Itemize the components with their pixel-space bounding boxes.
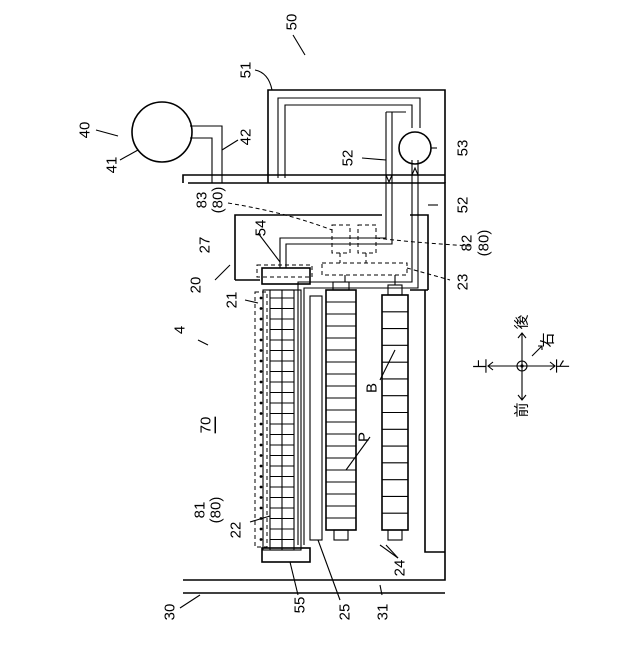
label-54: 54 (253, 220, 270, 237)
pipe-25 (310, 296, 322, 540)
label-B: B (364, 383, 381, 393)
cell-dot (260, 360, 263, 363)
label-30: 30 (162, 604, 179, 621)
cell-dot (260, 402, 263, 405)
compass-up: 上 (473, 358, 490, 373)
label-25: 25 (337, 604, 354, 621)
cell-dot (260, 339, 263, 342)
compass-front: 前 (514, 402, 531, 417)
cell-dot (260, 297, 263, 300)
cell-dot (260, 381, 263, 384)
label-P: P (356, 432, 373, 442)
cell-dot (260, 433, 263, 436)
label-41: 41 (104, 157, 121, 174)
label-81: 81 (192, 502, 209, 519)
compass-down: 下 (555, 358, 572, 373)
flow-arrow-down-icon (386, 175, 392, 182)
cell-dot (260, 528, 263, 531)
cell-dot (260, 318, 263, 321)
label-51: 51 (238, 62, 255, 79)
label-21: 21 (224, 292, 241, 309)
cell-dot (260, 444, 263, 447)
column-B (345, 275, 408, 540)
wall-31 (410, 290, 445, 552)
label-27: 27 (197, 237, 214, 254)
cell-dot (260, 465, 263, 468)
leader-lines (96, 35, 438, 608)
label-24: 24 (392, 560, 409, 577)
label-55: 55 (292, 597, 309, 614)
label-82-80: (80) (476, 230, 493, 257)
label-83: 83 (194, 192, 211, 209)
label-81-80: (80) (208, 497, 225, 524)
cell-dot (260, 307, 263, 310)
label-40: 40 (77, 122, 94, 139)
cell-dot (260, 538, 263, 541)
compass-back: 後 (514, 314, 531, 329)
column-P (326, 282, 356, 540)
label-23: 23 (455, 274, 472, 291)
label-52b: 52 (455, 197, 472, 214)
cell-dot (260, 391, 263, 394)
label-53: 53 (455, 140, 472, 157)
cell-dot (260, 454, 263, 457)
cell-dot (260, 496, 263, 499)
tank-41 (132, 102, 222, 183)
label-82: 82 (459, 235, 476, 252)
label-83-80: (80) (210, 187, 227, 214)
cell-dot (260, 423, 263, 426)
compass-right: 右 (540, 332, 557, 347)
label-50: 50 (284, 14, 301, 31)
cell-dot (260, 475, 263, 478)
cell-dot (260, 370, 263, 373)
pipe-54 (262, 185, 418, 545)
cell-dot (260, 486, 263, 489)
cell-dot (260, 349, 263, 352)
label-4: 4 (172, 326, 189, 334)
label-31: 31 (375, 604, 392, 621)
label-22: 22 (228, 522, 245, 539)
cell-dot (260, 328, 263, 331)
label-20: 20 (188, 277, 205, 294)
cell-dot (260, 412, 263, 415)
cell-dot (260, 517, 263, 520)
cell-dot (260, 507, 263, 510)
label-70: 70 (198, 417, 215, 434)
label-52a: 52 (340, 150, 357, 167)
flow-arrow-up-icon (412, 168, 418, 175)
label-42: 42 (238, 129, 255, 146)
pump-53 (399, 132, 431, 164)
cell-stack-21 (255, 290, 310, 562)
